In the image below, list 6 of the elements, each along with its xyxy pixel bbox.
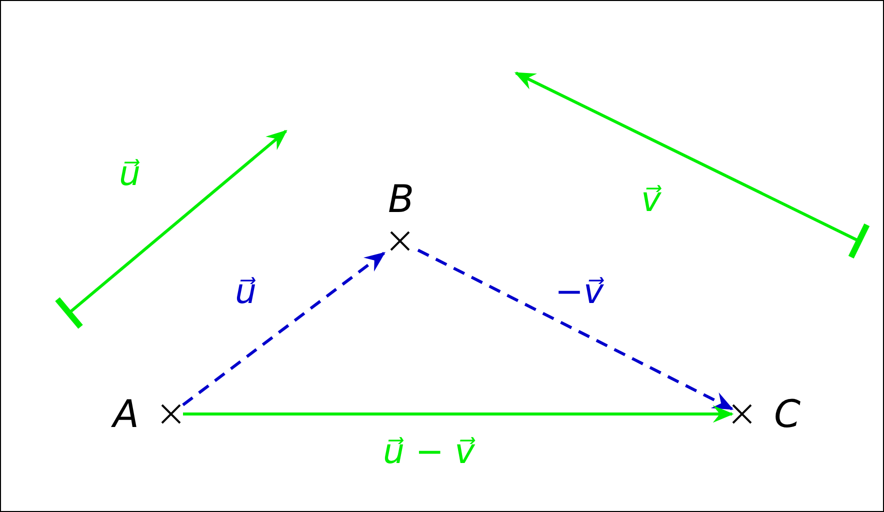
arrow [182, 252, 386, 406]
arrow [417, 248, 734, 410]
point-label: C [774, 394, 801, 434]
point-label: B [388, 179, 414, 219]
arrow [183, 405, 734, 423]
point-label: A [113, 394, 139, 434]
